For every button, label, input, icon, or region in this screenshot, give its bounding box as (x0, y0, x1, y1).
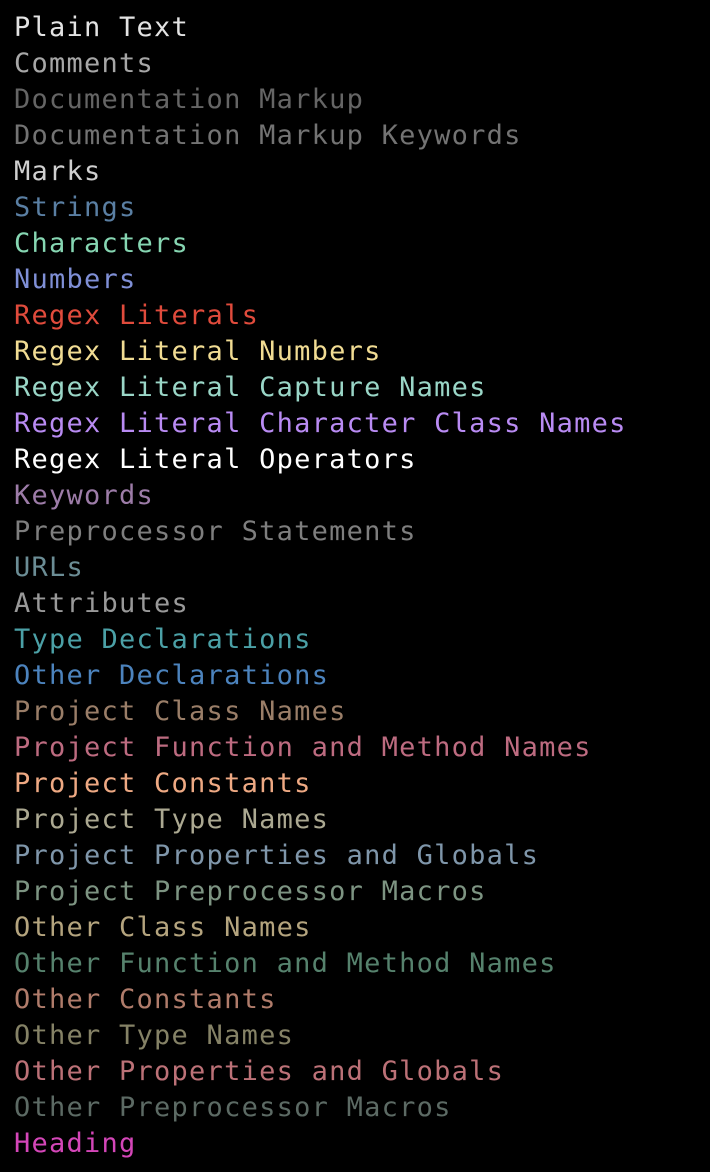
token-comments: Comments (14, 48, 155, 79)
syntax-token-list: Plain Text Comments Documentation Markup… (14, 10, 627, 1162)
token-marks: Marks (14, 156, 102, 187)
token-project-preprocessor-macros: Project Preprocessor Macros (14, 876, 487, 907)
token-characters: Characters (14, 228, 190, 259)
token-attributes: Attributes (14, 588, 190, 619)
token-project-type-names: Project Type Names (14, 804, 330, 835)
token-regex-literal-numbers: Regex Literal Numbers (14, 336, 382, 367)
token-other-preprocessor-macros: Other Preprocessor Macros (14, 1092, 452, 1123)
token-other-declarations: Other Declarations (14, 660, 330, 691)
token-other-class-names: Other Class Names (14, 912, 312, 943)
token-regex-literals: Regex Literals (14, 300, 260, 331)
token-preprocessor-statements: Preprocessor Statements (14, 516, 417, 547)
token-plain-text: Plain Text (14, 12, 190, 43)
token-project-properties-and-globals: Project Properties and Globals (14, 840, 540, 871)
token-regex-literal-character-class-names: Regex Literal Character Class Names (14, 408, 627, 439)
token-other-constants: Other Constants (14, 984, 277, 1015)
token-other-properties-and-globals: Other Properties and Globals (14, 1056, 505, 1087)
token-documentation-markup-keywords: Documentation Markup Keywords (14, 120, 522, 151)
token-project-function-and-method-names: Project Function and Method Names (14, 732, 592, 763)
token-regex-literal-operators: Regex Literal Operators (14, 444, 417, 475)
token-project-class-names: Project Class Names (14, 696, 347, 727)
token-other-function-and-method-names: Other Function and Method Names (14, 948, 557, 979)
token-other-type-names: Other Type Names (14, 1020, 295, 1051)
token-regex-literal-capture-names: Regex Literal Capture Names (14, 372, 487, 403)
token-documentation-markup: Documentation Markup (14, 84, 365, 115)
token-type-declarations: Type Declarations (14, 624, 312, 655)
token-keywords: Keywords (14, 480, 155, 511)
token-urls: URLs (14, 552, 85, 583)
token-heading: Heading (14, 1128, 137, 1159)
token-project-constants: Project Constants (14, 768, 312, 799)
token-numbers: Numbers (14, 264, 137, 295)
token-strings: Strings (14, 192, 137, 223)
